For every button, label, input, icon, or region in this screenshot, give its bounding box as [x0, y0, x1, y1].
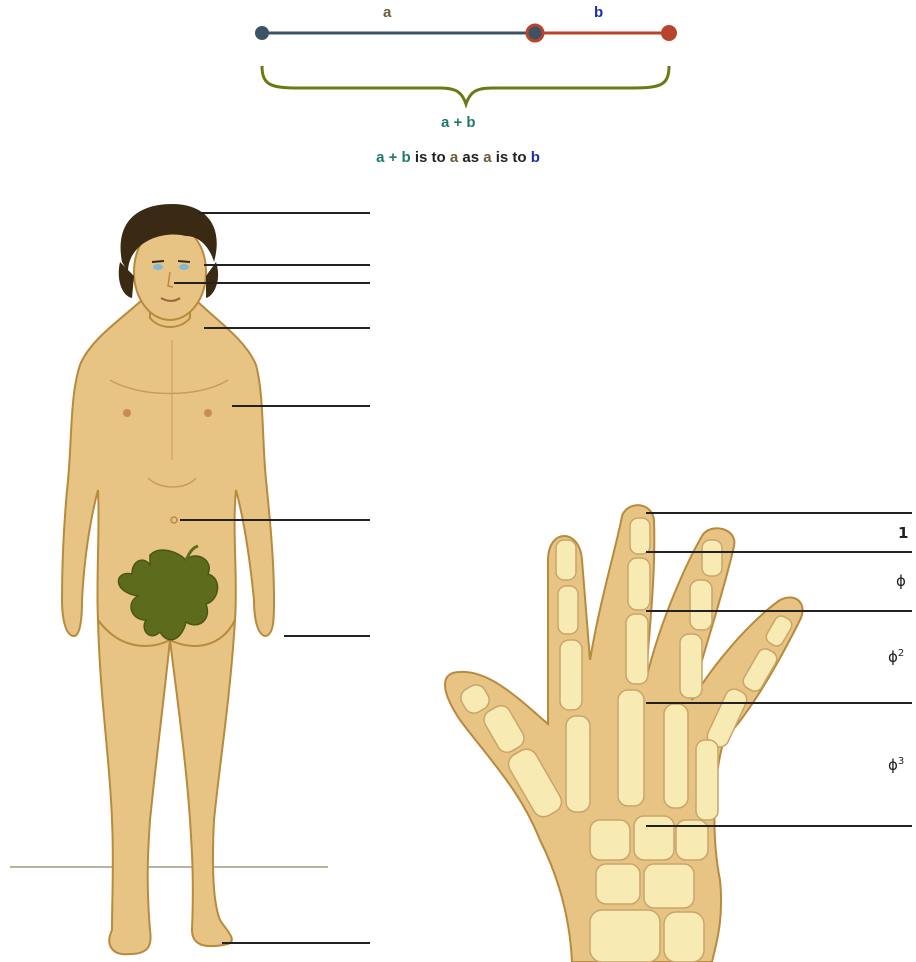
right-leg — [170, 620, 235, 946]
right-eye — [179, 264, 189, 270]
segment-start-dot — [255, 26, 269, 40]
ratio-label-phi3: ϕ3 — [888, 756, 904, 774]
ratio-phi3-base: ϕ — [888, 756, 898, 774]
ratio-label-phi2: ϕ2 — [888, 648, 904, 666]
hand-figure — [445, 505, 912, 962]
left-eye — [153, 264, 163, 270]
left-nipple — [123, 409, 131, 417]
ratio-phi2-exp: 2 — [898, 648, 904, 659]
ratio-phi3-exp: 3 — [898, 756, 904, 767]
ratio-phi-base: ϕ — [896, 572, 906, 590]
segment-end-dot — [661, 25, 677, 41]
ratio-1-base: 1 — [898, 524, 908, 542]
segment-mid-dot — [527, 25, 543, 41]
ratio-label-phi: ϕ — [896, 572, 906, 590]
brace — [262, 66, 669, 104]
ratio-phi2-base: ϕ — [888, 648, 898, 666]
right-nipple — [204, 409, 212, 417]
left-leg — [98, 620, 170, 954]
segment-line — [255, 25, 677, 41]
ratio-label-1: 1 — [898, 524, 908, 542]
human-figure — [10, 204, 370, 954]
